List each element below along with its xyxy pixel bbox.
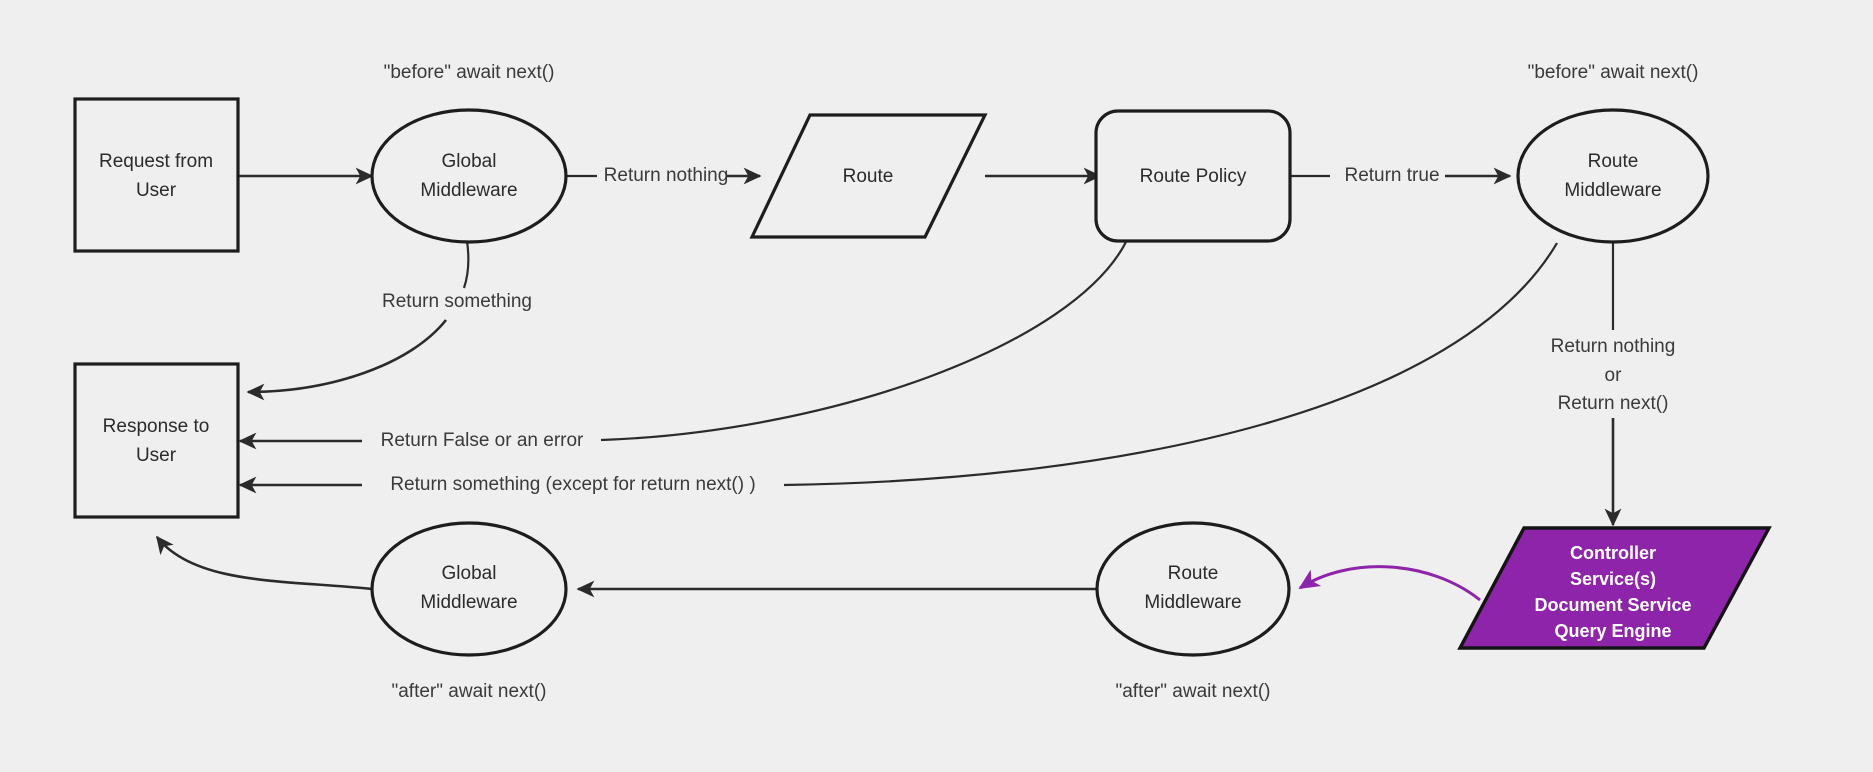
edge-global-middleware-bottom-to-response <box>155 535 373 591</box>
node-controller-services-line1: Controller <box>1570 543 1656 563</box>
edge-global-middleware-return-something-upper <box>462 240 470 289</box>
node-request-from-user-line2: User <box>136 180 177 201</box>
edge-label-return-false-or-error: Return False or an error <box>381 430 584 451</box>
node-route-middleware-bottom-line1: Route <box>1168 563 1219 584</box>
node-global-middleware-bottom-line2: Middleware <box>420 592 517 613</box>
node-global-middleware-top-line2: Middleware <box>420 180 517 201</box>
edge-label-return-nothing: Return nothing <box>604 165 729 186</box>
edge-label-return-true: Return true <box>1344 165 1439 186</box>
edge-label-return-something: Return something <box>382 291 532 312</box>
node-global-middleware-bottom[interactable]: Global Middleware <box>370 521 568 657</box>
edge-label-return-something-except-next: Return something (except for return next… <box>390 474 755 495</box>
node-route-middleware-top-line2: Middleware <box>1564 180 1661 201</box>
node-route-policy-label: Route Policy <box>1140 166 1247 187</box>
node-controller-services-line2: Service(s) <box>1570 569 1656 589</box>
edge-controller-to-route-middleware-purple <box>1298 565 1481 602</box>
node-route-middleware-bottom-line2: Middleware <box>1144 592 1241 613</box>
node-controller-services[interactable]: Controller Service(s) Document Service Q… <box>1457 526 1772 650</box>
node-global-middleware-top[interactable]: Global Middleware <box>370 108 568 244</box>
annotation-after-await-next-global: "after" await next() <box>392 681 547 702</box>
annotation-after-await-next-route: "after" await next() <box>1116 681 1271 702</box>
node-global-middleware-top-line1: Global <box>442 151 497 172</box>
node-response-to-user-line2: User <box>136 445 177 466</box>
edge-global-middleware-return-something-lower <box>246 319 448 401</box>
node-route-policy[interactable]: Route Policy <box>1094 109 1292 243</box>
node-controller-services-line3: Document Service <box>1534 595 1691 615</box>
edge-route-middleware-return-something-curve <box>783 242 1558 487</box>
edge-route-policy-return-false-curve <box>600 239 1128 442</box>
node-response-to-user[interactable]: Response to User <box>73 362 240 519</box>
edge-label-return-nothing-or-next-line3: Return next() <box>1558 393 1669 414</box>
node-request-from-user[interactable]: Request from User <box>73 97 240 253</box>
node-controller-services-line4: Query Engine <box>1554 621 1671 641</box>
annotation-before-await-next-global: "before" await next() <box>384 62 555 83</box>
node-global-middleware-bottom-line1: Global <box>442 563 497 584</box>
node-route-middleware-top-line1: Route <box>1588 151 1639 172</box>
node-request-from-user-line1: Request from <box>99 151 213 172</box>
node-route-label: Route <box>843 166 894 187</box>
node-route-middleware-bottom[interactable]: Route Middleware <box>1095 521 1291 657</box>
annotation-before-await-next-route: "before" await next() <box>1528 62 1699 83</box>
edge-label-return-nothing-or-next-line1: Return nothing <box>1551 336 1676 357</box>
node-route-middleware-top[interactable]: Route Middleware <box>1516 108 1710 244</box>
edge-label-return-nothing-or-next-line2: or <box>1605 365 1623 386</box>
node-response-to-user-line1: Response to <box>103 416 210 437</box>
node-route[interactable]: Route <box>749 113 988 239</box>
